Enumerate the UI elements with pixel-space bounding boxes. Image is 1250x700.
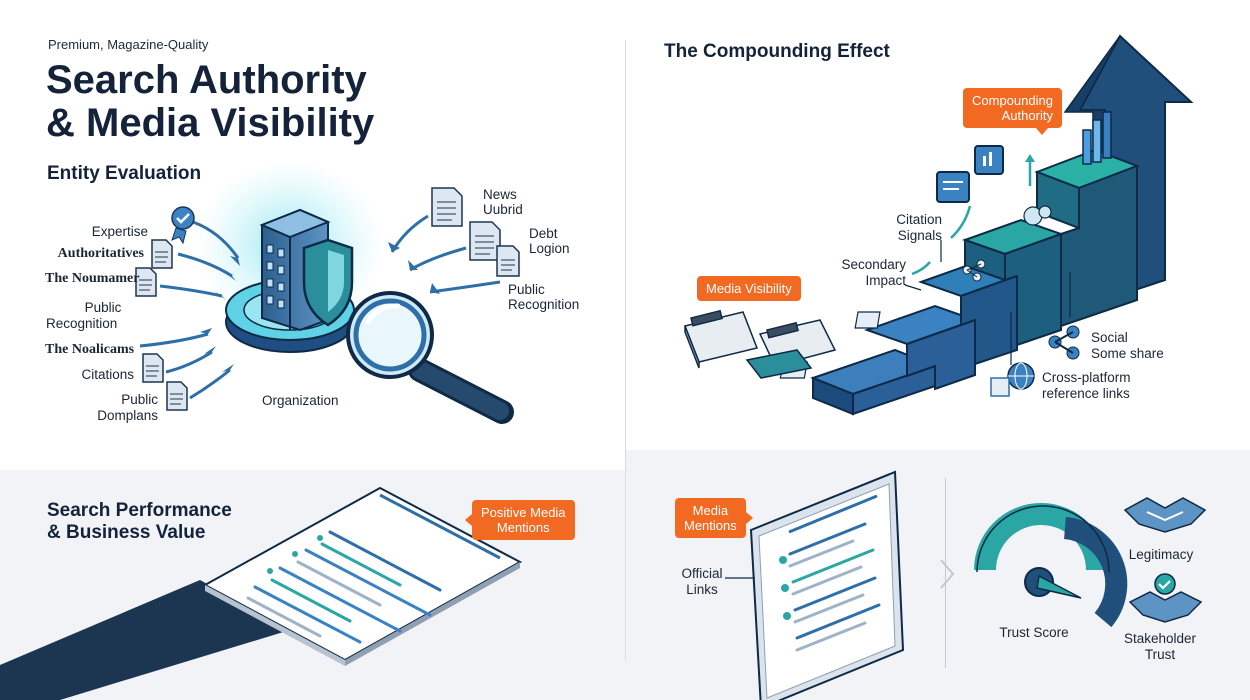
label-public-3: Public <box>508 282 545 297</box>
gear-document-icon <box>1023 205 1052 226</box>
shield-icon <box>302 238 354 327</box>
document-icon <box>135 239 188 411</box>
label-citation: Citation <box>896 212 942 227</box>
trust-illustration <box>725 470 1207 700</box>
tag-line: Authority <box>1001 108 1053 123</box>
label-noalicams: The Noalicams <box>45 342 135 357</box>
search-results-illustration <box>0 486 523 700</box>
compounding-heading: The Compounding Effect <box>664 41 890 62</box>
left-arrows <box>139 220 240 400</box>
label-impact: Impact <box>865 273 906 288</box>
label-trust: Trust <box>1144 647 1176 662</box>
step-4 <box>962 218 1064 347</box>
label-signals: Signals <box>897 228 942 243</box>
label-noumamer: The Noumamer <box>45 271 140 286</box>
kicker-text: Premium, Magazine-Quality <box>48 37 209 52</box>
newspaper-icon <box>683 309 837 379</box>
label-expertise: Expertise <box>91 224 148 239</box>
label-reference-links: reference links <box>1042 386 1130 401</box>
tag-media-mentions: Media Mentions <box>675 498 753 538</box>
label-social: Social <box>1091 330 1128 345</box>
label-some-share: Some share <box>1091 346 1164 361</box>
globe-icon <box>990 362 1035 397</box>
label-debt: Debt <box>529 226 558 241</box>
organization-label: Organization <box>262 393 339 408</box>
entity-illustration <box>135 160 520 424</box>
page-title-line2: & Media Visibility <box>46 101 375 145</box>
label-legitimacy: Legitimacy <box>1128 547 1194 562</box>
label-public-2: Public <box>121 392 158 407</box>
label-authoritatives: Authoritatives <box>57 246 144 261</box>
label-logion: Logion <box>529 241 570 256</box>
staircase-illustration <box>683 34 1194 416</box>
bar-chart-icon <box>1082 111 1112 165</box>
magnifier-icon <box>346 291 514 424</box>
label-recognition-2: Recognition <box>508 297 580 312</box>
document-icon <box>431 187 520 277</box>
label-links: Links <box>686 582 718 597</box>
badge-check-icon <box>171 206 195 245</box>
label-uubrid: Uubrid <box>483 202 523 217</box>
handshake-icon <box>1123 497 1207 533</box>
gauge-icon <box>974 503 1128 628</box>
tag-line: Mentions <box>684 518 737 533</box>
tag-line: Positive Media <box>481 505 566 520</box>
sub-divider <box>945 478 946 668</box>
label-cross-platform: Cross-platform <box>1042 370 1131 385</box>
tag-compounding-authority: Compounding Authority <box>963 88 1062 135</box>
vertical-divider <box>625 40 626 660</box>
browser-window-icon <box>749 470 905 700</box>
entity-evaluation-heading: Entity Evaluation <box>47 163 202 184</box>
document-icon <box>854 311 881 329</box>
tag-media-visibility: Media Visibility <box>697 276 801 301</box>
share-icon <box>962 259 986 282</box>
label-secondary: Secondary <box>841 257 906 272</box>
label-citations: Citations <box>81 367 134 382</box>
label-domplans: Domplans <box>97 408 158 423</box>
step-5 <box>1034 148 1140 328</box>
share-icon <box>1048 325 1080 360</box>
trust-panel <box>625 450 1250 700</box>
label-public-1: Public <box>84 300 122 315</box>
page-title-line1: Search Authority <box>46 58 367 102</box>
tag-line: Compounding <box>972 93 1053 108</box>
chat-icon <box>974 145 1004 175</box>
tag-line: Mentions <box>496 520 550 535</box>
label-official: Official <box>681 566 723 581</box>
label-news: News <box>483 187 517 202</box>
label-trust-score: Trust Score <box>999 625 1069 640</box>
performance-heading-line2: & Business Value <box>47 522 206 543</box>
tag-line: Media <box>692 503 729 518</box>
label-stakeholder: Stakeholder <box>1123 631 1197 646</box>
tag-positive-media-mentions: Positive Media Mentions <box>465 500 575 540</box>
performance-heading-line1: Search Performance <box>47 500 232 521</box>
label-recognition-1: Recognition <box>46 316 118 331</box>
chat-icon <box>936 171 970 203</box>
handshake-icon <box>1128 573 1203 623</box>
browser-window-icon <box>202 486 523 666</box>
